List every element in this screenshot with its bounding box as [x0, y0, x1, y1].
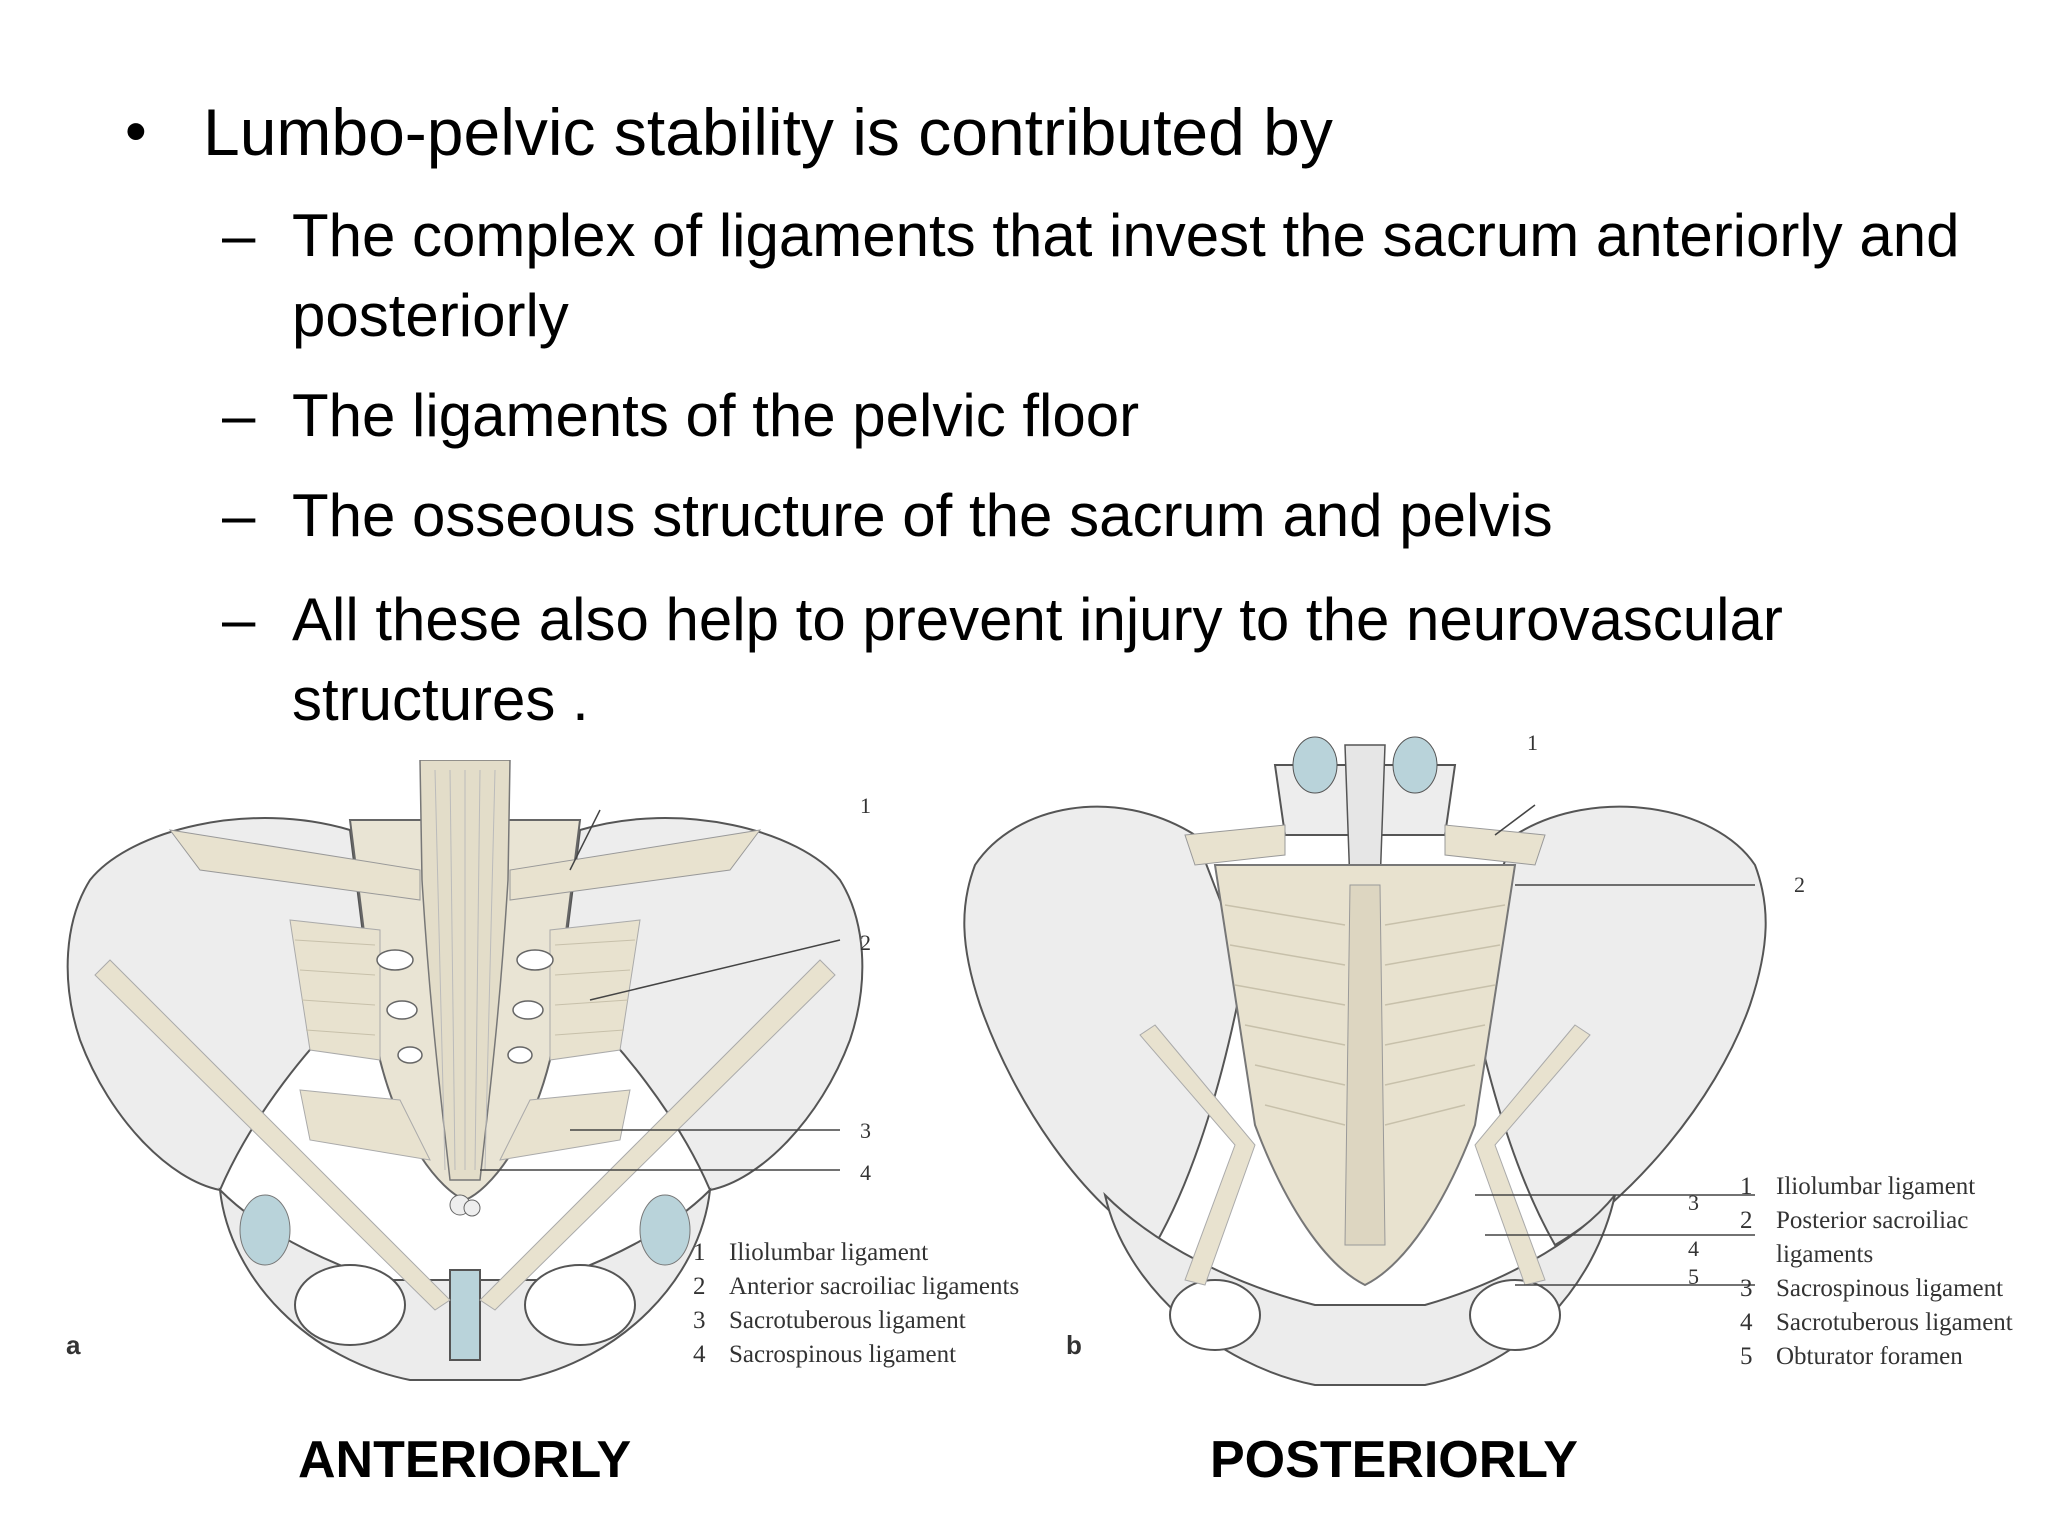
- callout-b-4: 4: [1688, 1236, 1699, 1261]
- sub-dash: –: [222, 586, 256, 653]
- callout-a-2: 2: [860, 930, 871, 955]
- callout-b-3: 3: [1688, 1190, 1699, 1215]
- panel-letter-a: a: [66, 1330, 81, 1360]
- callout-b-2: 2: [1794, 872, 1805, 897]
- sub-bullet-text: The complex of ligaments that invest the…: [292, 202, 1960, 349]
- caption-anteriorly: ANTERIORLY: [298, 1431, 632, 1489]
- sub-dash: –: [222, 482, 256, 549]
- sub-dash: –: [222, 382, 256, 449]
- sub-bullet-text: All these also help to prevent injury to…: [292, 586, 1783, 733]
- caption-posteriorly: POSTERIORLY: [1210, 1431, 1578, 1489]
- callout-a-4: 4: [860, 1160, 871, 1185]
- callout-b-5: 5: [1688, 1264, 1699, 1289]
- callout-a-1: 1: [860, 793, 871, 818]
- pelvis-posterior-illustration: [963, 736, 1767, 1386]
- pelvis-anterior-illustration: [66, 760, 864, 1381]
- callout-a-3: 3: [860, 1118, 871, 1143]
- panel-letter-b: b: [1066, 1330, 1082, 1360]
- sub-bullet-text: The osseous structure of the sacrum and …: [292, 482, 1553, 549]
- sub-bullet-text: The ligaments of the pelvic floor: [292, 382, 1140, 449]
- main-bullet-text: Lumbo-pelvic stability is contributed by: [203, 95, 1333, 169]
- bullet-dot: •: [125, 97, 147, 166]
- sub-dash: –: [222, 202, 256, 269]
- callout-b-1: 1: [1527, 730, 1538, 755]
